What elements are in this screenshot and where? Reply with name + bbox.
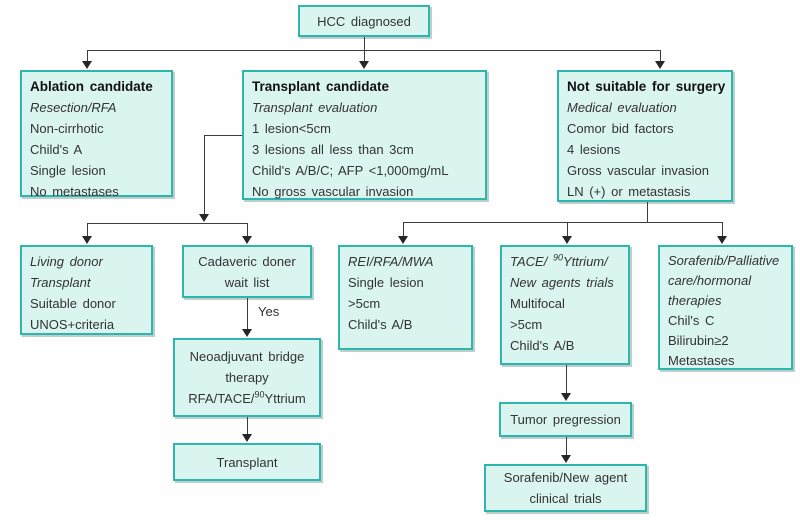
- arrowhead-to-clinical-trials: [561, 455, 571, 463]
- arrowhead-to-cadaveric: [242, 236, 252, 244]
- box-line: Medical evaluation: [567, 100, 677, 115]
- box-line: Comor bid factors: [567, 121, 674, 136]
- box-line: clinical trials: [529, 491, 602, 506]
- arrowhead-split-junction: [199, 214, 209, 222]
- box-line: Sorafenib/New agent: [503, 470, 628, 485]
- box-line: Transplant: [30, 275, 91, 290]
- arrowhead-to-tumor-pregression: [561, 393, 571, 401]
- connector-left-branch: [87, 223, 247, 224]
- box-line: Sorafenib/Palliative: [668, 253, 780, 268]
- connector-cadaveric-to-neoadjuvant: [247, 298, 248, 330]
- connector-top-right-stub: [660, 50, 661, 62]
- box-line: wait list: [224, 274, 270, 290]
- node-sorafenib-palliative-care: Sorafenib/Palliative care/hormonal therapi…: [658, 245, 793, 370]
- box-line: Single lesion: [348, 275, 424, 290]
- box-line: Transplant: [216, 454, 278, 470]
- box-line: therapy: [225, 370, 269, 385]
- box-line: REI/RFA/MWA: [348, 254, 434, 269]
- box-line: Resection/RFA: [30, 100, 117, 115]
- box-line: Living donor: [30, 254, 103, 269]
- box-line: Tumor pregression: [510, 412, 621, 427]
- connector-right-branch-stub2: [567, 222, 568, 237]
- arrowhead-to-living-donor: [82, 236, 92, 244]
- connector-left-branch-stub1: [87, 223, 88, 237]
- node-cadaveric-doner-wait-list: Cadaveric doner wait list: [182, 245, 312, 298]
- box-line: New agents trials: [510, 275, 614, 290]
- node-sorafenib-new-agent-trials: Sorafenib/New agent clinical trials: [484, 464, 647, 512]
- box-line: >5cm: [348, 296, 381, 311]
- connector-transplant-candidate-down: [204, 135, 205, 215]
- connector-neoadjuvant-to-transplant: [247, 417, 248, 435]
- box-line: Transplant candidate: [252, 79, 390, 94]
- box-line: therapies: [668, 293, 722, 308]
- box-line: Bilirubin≥2: [668, 333, 729, 348]
- box-line: 3 lesions all less than 3cm: [252, 142, 414, 157]
- box-line: Child's A/B: [348, 317, 413, 332]
- arrowhead-to-transplant-candidate: [359, 61, 369, 69]
- connector-right-branch: [403, 222, 722, 223]
- box-line: Child's A: [30, 142, 83, 157]
- box-line: >5cm: [510, 317, 543, 332]
- arrowhead-to-ablation: [82, 61, 92, 69]
- box-line: Neoadjuvant bridge: [189, 349, 305, 364]
- arrowhead-to-rei: [398, 236, 408, 244]
- box-line: Transplant evaluation: [252, 100, 378, 115]
- connector-top-left-stub: [87, 50, 88, 62]
- box-line: UNOS+criteria: [30, 317, 115, 332]
- node-hcc-diagnosed: HCC diagnosed: [298, 5, 430, 37]
- box-line: care/hormonal: [668, 273, 752, 288]
- arrowhead-to-tace: [562, 236, 572, 244]
- box-line: Single lesion: [30, 163, 106, 178]
- box-line: 1 lesion<5cm: [252, 121, 331, 136]
- box-line: HCC diagnosed: [317, 13, 411, 29]
- connector-not-suitable-down: [647, 202, 648, 222]
- connector-transplant-candidate-exit: [204, 135, 242, 136]
- arrowhead-to-sorafenib-palliative: [717, 236, 727, 244]
- box-line: Multifocal: [510, 296, 565, 311]
- node-tumor-pregression: Tumor pregression: [499, 402, 632, 437]
- box-line: Suitable donor: [30, 296, 116, 311]
- connector-top-branch: [87, 50, 661, 51]
- arrowhead-to-transplant: [242, 434, 252, 442]
- connector-left-branch-stub2: [247, 223, 248, 237]
- box-line: No metastases: [30, 184, 119, 199]
- connector-tumor-to-trials: [566, 437, 567, 456]
- box-line: Child's A/B: [510, 338, 575, 353]
- edge-label-yes: Yes: [258, 304, 280, 319]
- box-line: No gross vascular invasion: [252, 184, 414, 199]
- box-line: Chil's C: [668, 313, 715, 328]
- box-line: Not suitable for surgery: [567, 79, 726, 94]
- connector-tace-to-tumor: [566, 365, 567, 394]
- box-line: LN (+) or metastasis: [567, 184, 691, 199]
- connector-right-branch-stub3: [722, 222, 723, 237]
- box-line: Gross vascular invasion: [567, 163, 709, 178]
- arrowhead-to-not-suitable: [655, 61, 665, 69]
- box-line: Ablation candidate: [30, 79, 153, 94]
- connector-right-branch-stub1: [403, 222, 404, 237]
- box-line: Non-cirrhotic: [30, 121, 104, 136]
- box-line: Child's A/B/C; AFP <1,000mg/mL: [252, 163, 449, 178]
- arrowhead-to-neoadjuvant: [242, 329, 252, 337]
- connector-hcc-stem: [364, 37, 365, 62]
- box-line: Metastases: [668, 353, 735, 368]
- box-line: TACE/ 90Yttrium/: [510, 252, 608, 269]
- box-line: 4 lesions: [567, 142, 621, 157]
- node-transplant: Transplant: [173, 443, 321, 481]
- box-line: RFA/TACE/90Yttrium: [188, 389, 306, 406]
- box-line: Cadaveric doner: [198, 253, 296, 269]
